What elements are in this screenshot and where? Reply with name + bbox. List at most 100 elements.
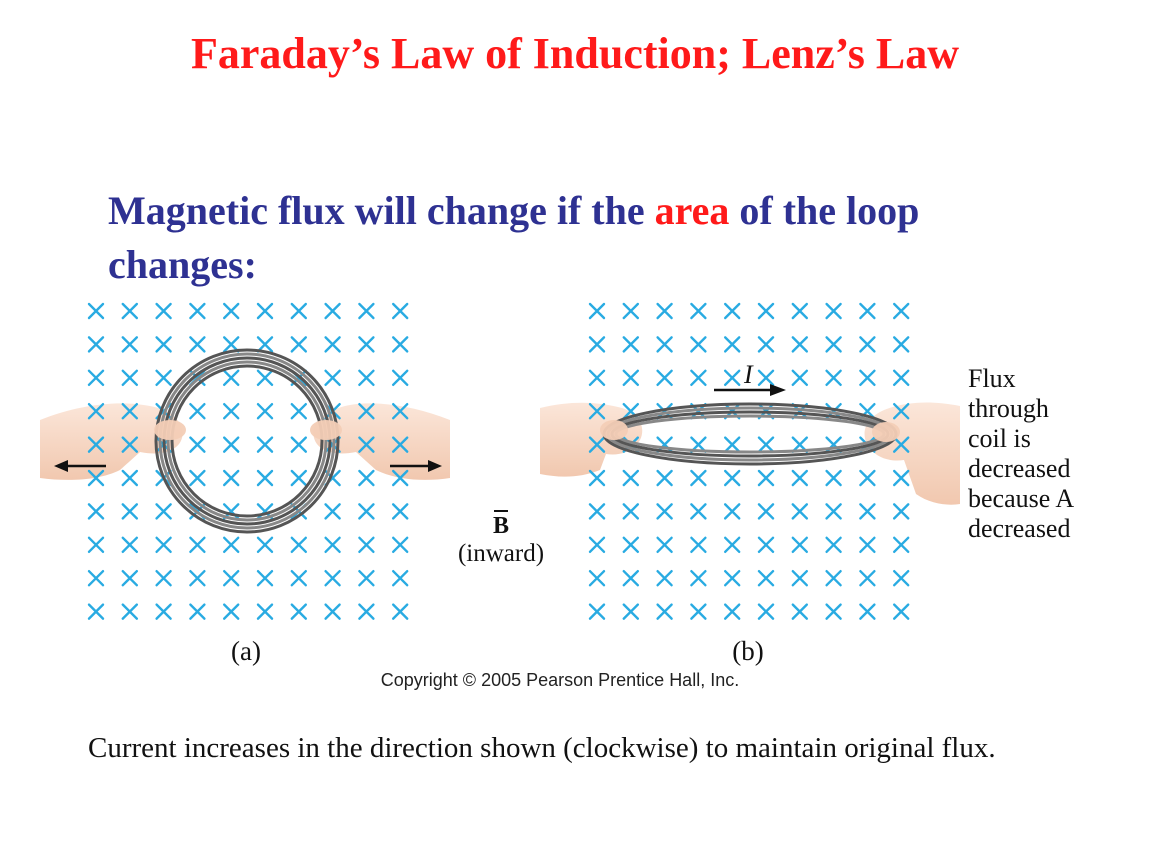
field-mark <box>859 503 876 520</box>
field-mark <box>588 336 606 353</box>
field-mark <box>825 302 842 320</box>
panel-label-a: (a) <box>231 636 261 666</box>
field-mark <box>588 403 606 420</box>
field-mark <box>757 603 775 620</box>
field-mark <box>256 536 274 553</box>
circular-coil-a <box>154 348 340 534</box>
field-mark <box>155 603 172 620</box>
field-mark <box>87 336 105 353</box>
field-mark <box>724 336 741 353</box>
field-mark <box>87 503 105 520</box>
field-mark <box>155 302 172 320</box>
field-mark <box>656 369 673 386</box>
side-note-line: decreased <box>968 514 1071 543</box>
field-mark <box>121 603 138 620</box>
field-mark <box>358 336 375 353</box>
field-mark <box>392 603 409 620</box>
field-mark <box>256 302 274 320</box>
field-mark <box>223 603 240 620</box>
field-mark <box>392 570 409 587</box>
right-hand-b <box>864 402 960 505</box>
field-mark <box>757 570 775 587</box>
field-mark <box>588 369 606 386</box>
field-mark <box>155 570 172 587</box>
field-mark <box>893 603 910 620</box>
fingers-a <box>154 420 342 440</box>
field-mark <box>256 469 274 487</box>
field-mark <box>791 302 808 320</box>
field-mark <box>189 603 206 620</box>
field-mark <box>324 302 341 320</box>
field-direction: (inward) <box>457 540 545 567</box>
field-mark <box>223 436 240 453</box>
field-mark <box>256 603 274 620</box>
flattened-coil-b <box>602 402 898 466</box>
field-mark <box>87 469 105 487</box>
side-note-line: decreased <box>968 454 1071 483</box>
field-mark <box>791 603 808 620</box>
copyright-notice: Copyright © 2005 Pearson Prentice Hall, … <box>380 670 740 690</box>
field-mark <box>358 536 375 553</box>
field-mark <box>324 536 341 553</box>
field-mark <box>392 369 409 386</box>
field-mark <box>223 536 240 553</box>
field-mark <box>121 369 138 386</box>
subtitle-text-before: Magnetic flux will change if the <box>108 188 655 233</box>
field-mark <box>893 469 910 487</box>
field-mark <box>859 469 876 487</box>
subtitle-text-after: of the loop changes: <box>108 188 920 287</box>
field-mark <box>223 336 240 353</box>
left-hand-a <box>40 403 183 480</box>
field-mark <box>690 336 707 353</box>
field-mark <box>724 436 741 453</box>
field-mark <box>358 369 375 386</box>
field-mark <box>757 436 775 453</box>
field-mark <box>622 469 639 487</box>
field-mark <box>825 503 842 520</box>
field-mark <box>859 302 876 320</box>
field-mark <box>87 436 105 453</box>
field-mark <box>622 302 639 320</box>
field-mark <box>724 369 741 386</box>
field-mark <box>859 369 876 386</box>
field-mark <box>358 570 375 587</box>
field-mark <box>791 369 808 386</box>
field-mark <box>893 503 910 520</box>
vector-arrow-icon <box>493 510 508 512</box>
field-mark <box>588 603 606 620</box>
field-legend: B (inward) <box>446 510 556 568</box>
field-mark <box>893 570 910 587</box>
field-mark <box>189 302 206 320</box>
field-mark <box>791 503 808 520</box>
field-mark <box>757 336 775 353</box>
field-mark <box>256 570 274 587</box>
field-mark <box>622 570 639 587</box>
field-mark <box>724 536 741 553</box>
field-mark <box>121 403 138 420</box>
field-mark <box>392 469 409 487</box>
field-mark <box>588 536 606 553</box>
current-direction-arrow-icon <box>714 384 786 396</box>
field-mark <box>757 469 775 487</box>
field-mark <box>656 603 673 620</box>
field-mark <box>189 336 206 353</box>
field-mark <box>724 469 741 487</box>
field-mark <box>358 469 375 487</box>
field-mark <box>724 503 741 520</box>
field-mark <box>256 336 274 353</box>
field-mark <box>893 403 910 420</box>
field-mark <box>588 503 606 520</box>
field-mark <box>724 570 741 587</box>
field-mark <box>825 369 842 386</box>
field-mark <box>656 503 673 520</box>
field-mark <box>324 369 341 386</box>
field-mark <box>656 336 673 353</box>
field-mark <box>656 302 673 320</box>
field-mark <box>121 302 138 320</box>
field-mark <box>87 536 105 553</box>
pull-arrow-left-icon <box>54 460 106 472</box>
field-mark <box>690 369 707 386</box>
field-mark <box>189 436 206 453</box>
field-mark <box>121 436 138 453</box>
field-mark <box>757 536 775 553</box>
